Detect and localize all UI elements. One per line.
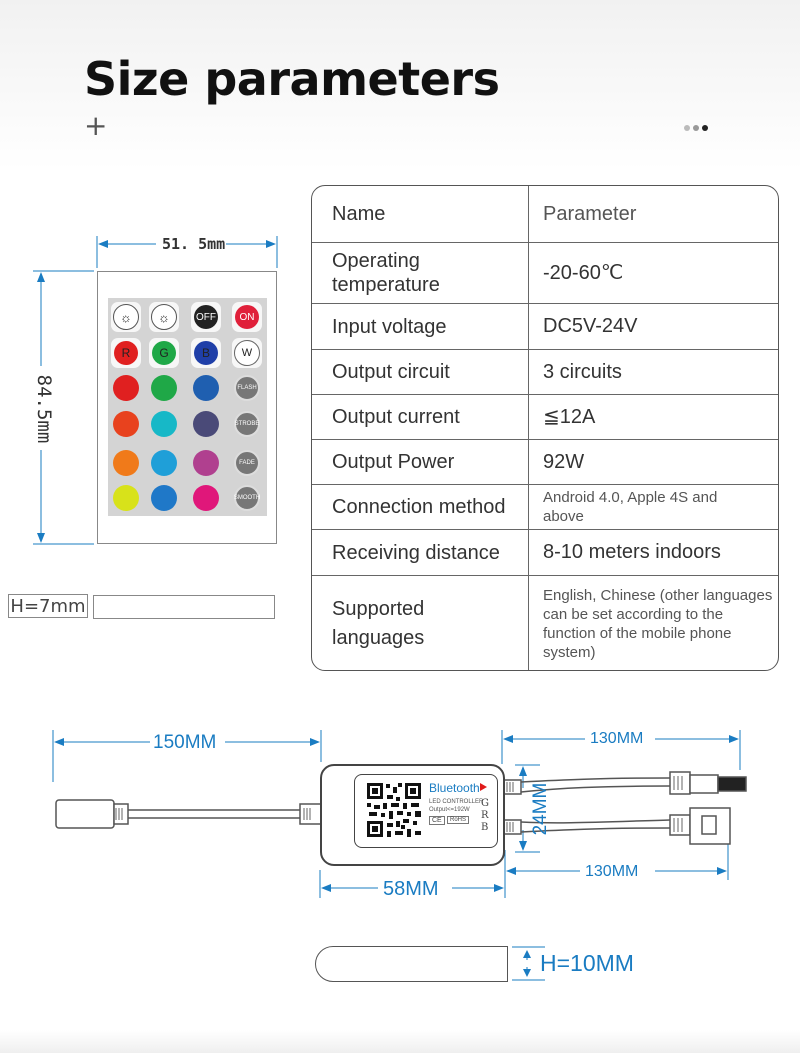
controller-subtitle: LED CONTROLLER: [429, 799, 484, 805]
play-icon: [480, 783, 487, 791]
controller-label: Bluetooth LED CONTROLLER Output<=192W CE…: [354, 774, 498, 848]
table-row: Input voltage DC5V-24V: [312, 303, 778, 349]
rgb-letter: R: [481, 810, 489, 821]
remote-keypad: ☼ ☼ OFF ON R G B W FLASH STROBE FADE SMO…: [108, 298, 267, 516]
table-cell: ≦12A: [528, 395, 778, 439]
table-cell: Input voltage: [332, 315, 447, 338]
table-cell: -20-60℃: [528, 243, 778, 303]
table-row: Supported languages English, Chinese (ot…: [312, 575, 778, 670]
color-button[interactable]: [151, 375, 177, 401]
plus-icon[interactable]: +: [84, 109, 108, 142]
color-button[interactable]: [113, 375, 139, 401]
w-label: W: [234, 340, 260, 366]
rgb-letter: B: [481, 822, 489, 833]
brightness-down-button[interactable]: ☼: [149, 302, 179, 332]
table-row: Receiving distance 8-10 meters indoors: [312, 529, 778, 575]
color-button[interactable]: [151, 485, 177, 511]
ce-badge: CE: [429, 816, 445, 825]
parameter-table: Name Parameter Operating temperature -20…: [311, 185, 779, 671]
controller-output: Output<=192W: [429, 807, 470, 813]
smooth-button[interactable]: SMOOTH: [234, 485, 260, 511]
table-cell: Name: [332, 203, 386, 225]
table-cell: 92W: [528, 440, 778, 484]
qr-code-icon: [365, 781, 423, 839]
remote-thickness-label: H=7mm: [8, 594, 88, 618]
table-row: Output circuit 3 circuits: [312, 349, 778, 394]
table-cell: Operating temperature: [332, 250, 440, 296]
color-button[interactable]: [151, 450, 177, 476]
brightness-up-button[interactable]: ☼: [111, 302, 141, 332]
color-button[interactable]: [113, 485, 139, 511]
strobe-button[interactable]: STROBE: [234, 411, 260, 437]
fade-button[interactable]: FADE: [234, 450, 260, 476]
table-cell: Output circuit: [332, 361, 450, 383]
flash-button[interactable]: FLASH: [234, 375, 260, 401]
table-row: Output current ≦12A: [312, 394, 778, 439]
table-row: Operating temperature -20-60℃: [312, 242, 778, 303]
white-button[interactable]: W: [232, 338, 262, 368]
left-cable-label: 150MM: [153, 732, 217, 753]
table-cell: Receiving distance: [332, 541, 500, 564]
table-row: Connection method Android 4.0, Apple 4S …: [312, 484, 778, 529]
b-label: B: [194, 341, 218, 365]
sun-icon: ☼: [113, 304, 139, 330]
body-height-label: 24MM: [530, 782, 551, 836]
remote-side-view: [93, 595, 275, 619]
controller-side-view: [315, 946, 508, 982]
table-cell: Output Power: [332, 451, 455, 473]
on-label: ON: [235, 305, 259, 329]
remote-width-label: 51. 5mm: [162, 235, 226, 253]
sun-icon: ☼: [151, 304, 177, 330]
color-button[interactable]: [193, 375, 219, 401]
rohs-badge: RoHS: [447, 816, 470, 824]
controller-thickness-label: H=10MM: [540, 950, 634, 976]
color-button[interactable]: [151, 411, 177, 437]
controller-drawing: [52, 730, 747, 981]
body-width-label: 58MM: [383, 878, 439, 900]
color-button[interactable]: [193, 411, 219, 437]
more-dots-icon[interactable]: [684, 118, 716, 138]
on-button[interactable]: ON: [232, 302, 262, 332]
off-button[interactable]: OFF: [191, 302, 221, 332]
table-cell: Connection method: [332, 496, 506, 518]
right-cable-bottom-label: 130MM: [585, 863, 639, 880]
off-label: OFF: [194, 305, 218, 329]
color-button[interactable]: [113, 411, 139, 437]
table-cell: DC5V-24V: [528, 304, 778, 349]
table-cell: Output current: [332, 406, 460, 428]
table-row: Output Power 92W: [312, 439, 778, 484]
color-button[interactable]: [193, 485, 219, 511]
table-cell: Parameter: [528, 186, 778, 242]
r-label: R: [114, 341, 138, 365]
red-button[interactable]: R: [111, 338, 141, 368]
table-cell: English, Chinese (other languages can be…: [528, 576, 778, 670]
color-button[interactable]: [113, 450, 139, 476]
page-title: Size parameters: [84, 52, 500, 106]
color-button[interactable]: [193, 450, 219, 476]
table-cell: Supported languages: [332, 598, 425, 649]
g-label: G: [152, 341, 176, 365]
remote-dimension-lines: [33, 236, 278, 545]
blue-button[interactable]: B: [191, 338, 221, 368]
green-button[interactable]: G: [149, 338, 179, 368]
brand-label: Bluetooth: [429, 781, 480, 795]
table-row: Name Parameter: [312, 186, 778, 242]
remote-height-label: 84.5mm: [33, 374, 55, 444]
table-cell: Android 4.0, Apple 4S and above: [528, 485, 778, 529]
right-cable-top-label: 130MM: [590, 730, 644, 747]
rgb-letter: G: [481, 798, 489, 809]
table-cell: 8-10 meters indoors: [528, 530, 778, 575]
table-cell: 3 circuits: [528, 350, 778, 394]
